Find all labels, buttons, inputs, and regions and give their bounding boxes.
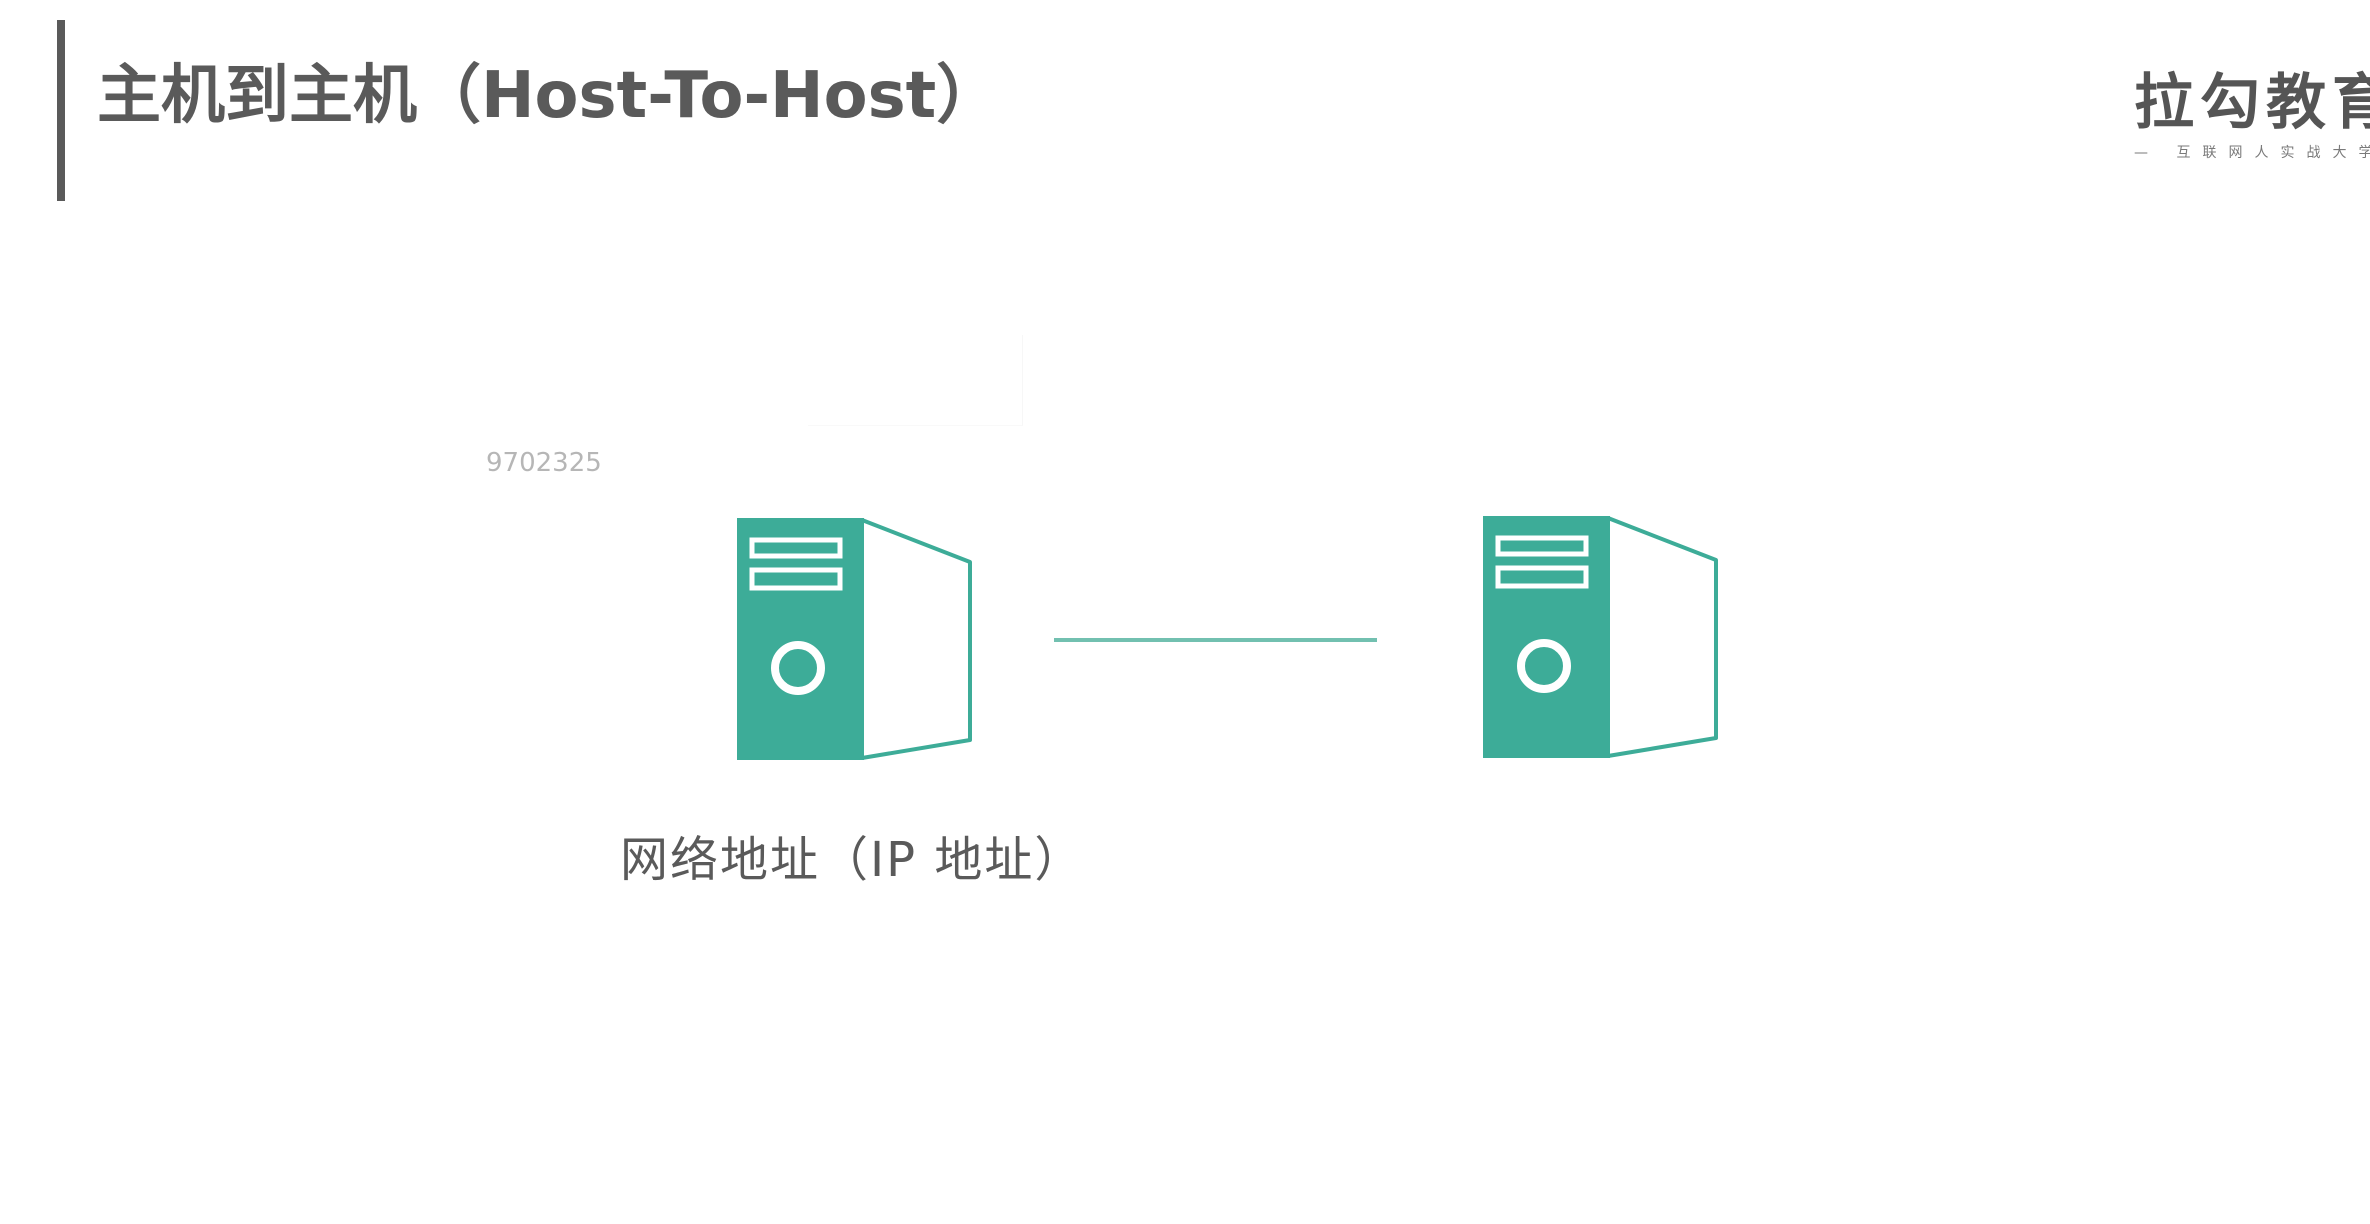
slide-title: 主机到主机（Host-To-Host）: [97, 59, 1001, 133]
faint-frame: [808, 335, 1023, 426]
brand-logo: 拉勾教育 — 互联网人实战大学 —: [2130, 70, 2370, 170]
server-icon: [734, 518, 974, 762]
watermark-id: 9702325: [486, 448, 602, 478]
logo-tagline: — 互联网人实战大学 —: [2134, 145, 2370, 161]
server-icon: [1480, 516, 1720, 760]
logo-text: 拉勾教育: [2134, 70, 2370, 138]
network-connection-line: [1054, 638, 1377, 642]
ip-address-caption: 网络地址（IP 地址）: [620, 832, 1085, 888]
title-accent-bar: [57, 20, 65, 201]
